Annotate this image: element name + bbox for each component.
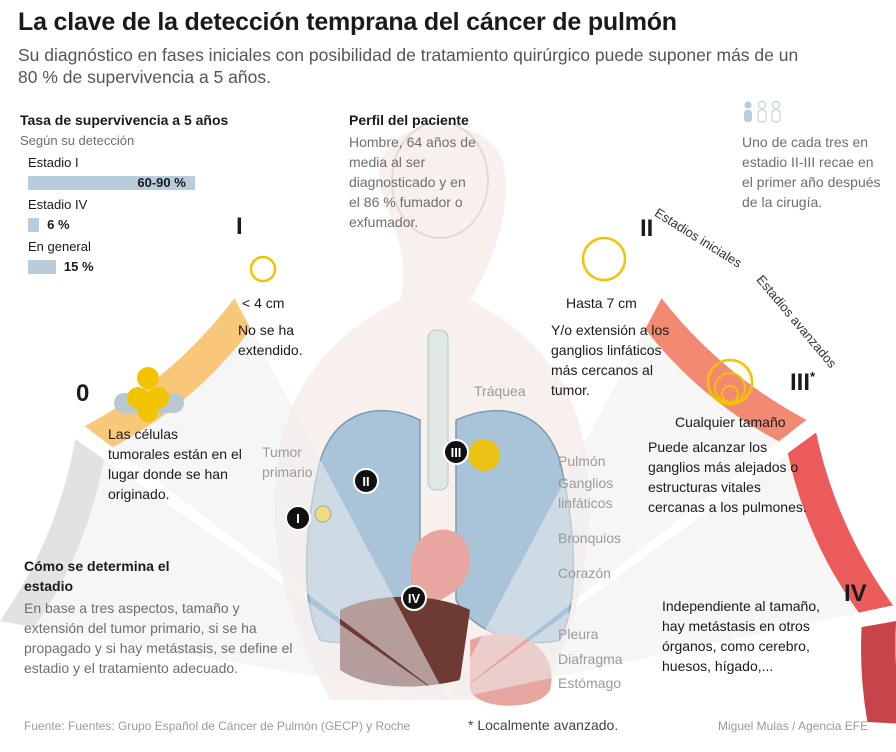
- head-outline: [391, 121, 489, 239]
- diaphragm-label: Diafragma: [558, 651, 623, 667]
- survival-subtitle: Según su detección: [20, 133, 135, 148]
- stage-1-label: I: [236, 213, 243, 240]
- primary-tumor-label: Tumor primario: [262, 444, 313, 480]
- staging-text: En base a tres aspectos, tamaño y extens…: [24, 600, 293, 676]
- footnote-text: * Localmente avanzado.: [468, 717, 619, 733]
- stomach-label: Estómago: [558, 675, 622, 691]
- stage-3-size: Cualquier tamaño: [675, 414, 786, 430]
- survival-value: 15 %: [63, 259, 94, 274]
- marker-label: I: [296, 511, 300, 526]
- stage-2-size: Hasta 7 cm: [566, 295, 637, 311]
- people-icon: [744, 101, 781, 123]
- lymph-nodes-label: Ganglios linfáticos: [558, 475, 614, 511]
- survival-row-label: Estadio I: [28, 155, 79, 170]
- heart-shape: [410, 529, 470, 610]
- sector-3-band: [787, 432, 894, 613]
- sector-0-band: [0, 439, 104, 628]
- survival-bar: [28, 176, 196, 190]
- survival-bar: [28, 260, 56, 274]
- survival-bar: [28, 218, 40, 232]
- size-any-icon-3: [721, 385, 739, 403]
- stage-1-text: No se ha extendido.: [238, 322, 303, 358]
- marker-4: [401, 585, 427, 611]
- sector-4-band: [861, 621, 896, 724]
- staging-title: Cómo se determina el estadio: [24, 558, 170, 594]
- pleura-label: Pleura: [558, 626, 599, 642]
- stage-2-label: II: [640, 215, 654, 242]
- recurrence-text: Uno de cada tres en estadio II-III recae…: [742, 134, 881, 210]
- marker-2: [353, 468, 379, 494]
- page-title: La clave de la detección temprana del cá…: [18, 8, 677, 36]
- patient-title: Perfil del paciente: [349, 112, 469, 128]
- survival-row-label: En general: [28, 239, 91, 254]
- marker-label: III: [451, 445, 462, 460]
- trachea-shape: [427, 329, 449, 491]
- survival-value: 60-90 %: [137, 175, 186, 190]
- stage-1-size: < 4 cm: [242, 295, 285, 311]
- trachea-label: Tráquea: [474, 383, 526, 399]
- sector-1-bg: [112, 329, 448, 700]
- survival-value: 6 %: [47, 217, 70, 232]
- bronchi-label: Bronquios: [558, 530, 622, 546]
- sector-2-bg: [448, 329, 779, 700]
- size-small-icon: [249, 255, 277, 283]
- tumor-cells-icon: [114, 367, 184, 422]
- stage-4-label: IV: [844, 580, 867, 607]
- stage-3-label: III*: [790, 369, 816, 396]
- marker-label: IV: [408, 591, 421, 606]
- marker-3: [443, 439, 469, 465]
- heart-label: Corazón: [558, 565, 611, 581]
- stage-0-label: 0: [76, 380, 90, 407]
- sector-2-band: [645, 298, 807, 442]
- credit-text: Miguel Mulas / Agencia EFE: [718, 719, 869, 733]
- stage-0-text: Las células tumorales están en el lugar …: [108, 426, 242, 502]
- sector-0-bg: [34, 459, 449, 700]
- marker-1: [285, 505, 311, 531]
- survival-row-label: Estadio IV: [28, 197, 88, 212]
- stage-3-text: Puede alcanzar los ganglios más alejados…: [648, 439, 807, 515]
- stage-2-text: Y/o extensión a los ganglios linfáticos …: [551, 322, 670, 398]
- large-tumor-shape: [468, 439, 500, 471]
- sector-3-bg: [448, 453, 859, 700]
- stage-4-text: Independiente al tamaño, hay metástasis …: [662, 598, 821, 674]
- survival-title: Tasa de supervivencia a 5 años: [20, 112, 229, 128]
- patient-text: Hombre, 64 años de media al ser diagnost…: [349, 134, 476, 230]
- size-medium-icon: [581, 236, 627, 282]
- marker-label: II: [362, 474, 369, 489]
- lung-label: Pulmón: [558, 453, 606, 469]
- source-text: Fuente: Fuentes: Grupo Español de Cáncer…: [24, 719, 411, 733]
- page-subtitle: Su diagnóstico en fases iniciales con po…: [18, 45, 799, 87]
